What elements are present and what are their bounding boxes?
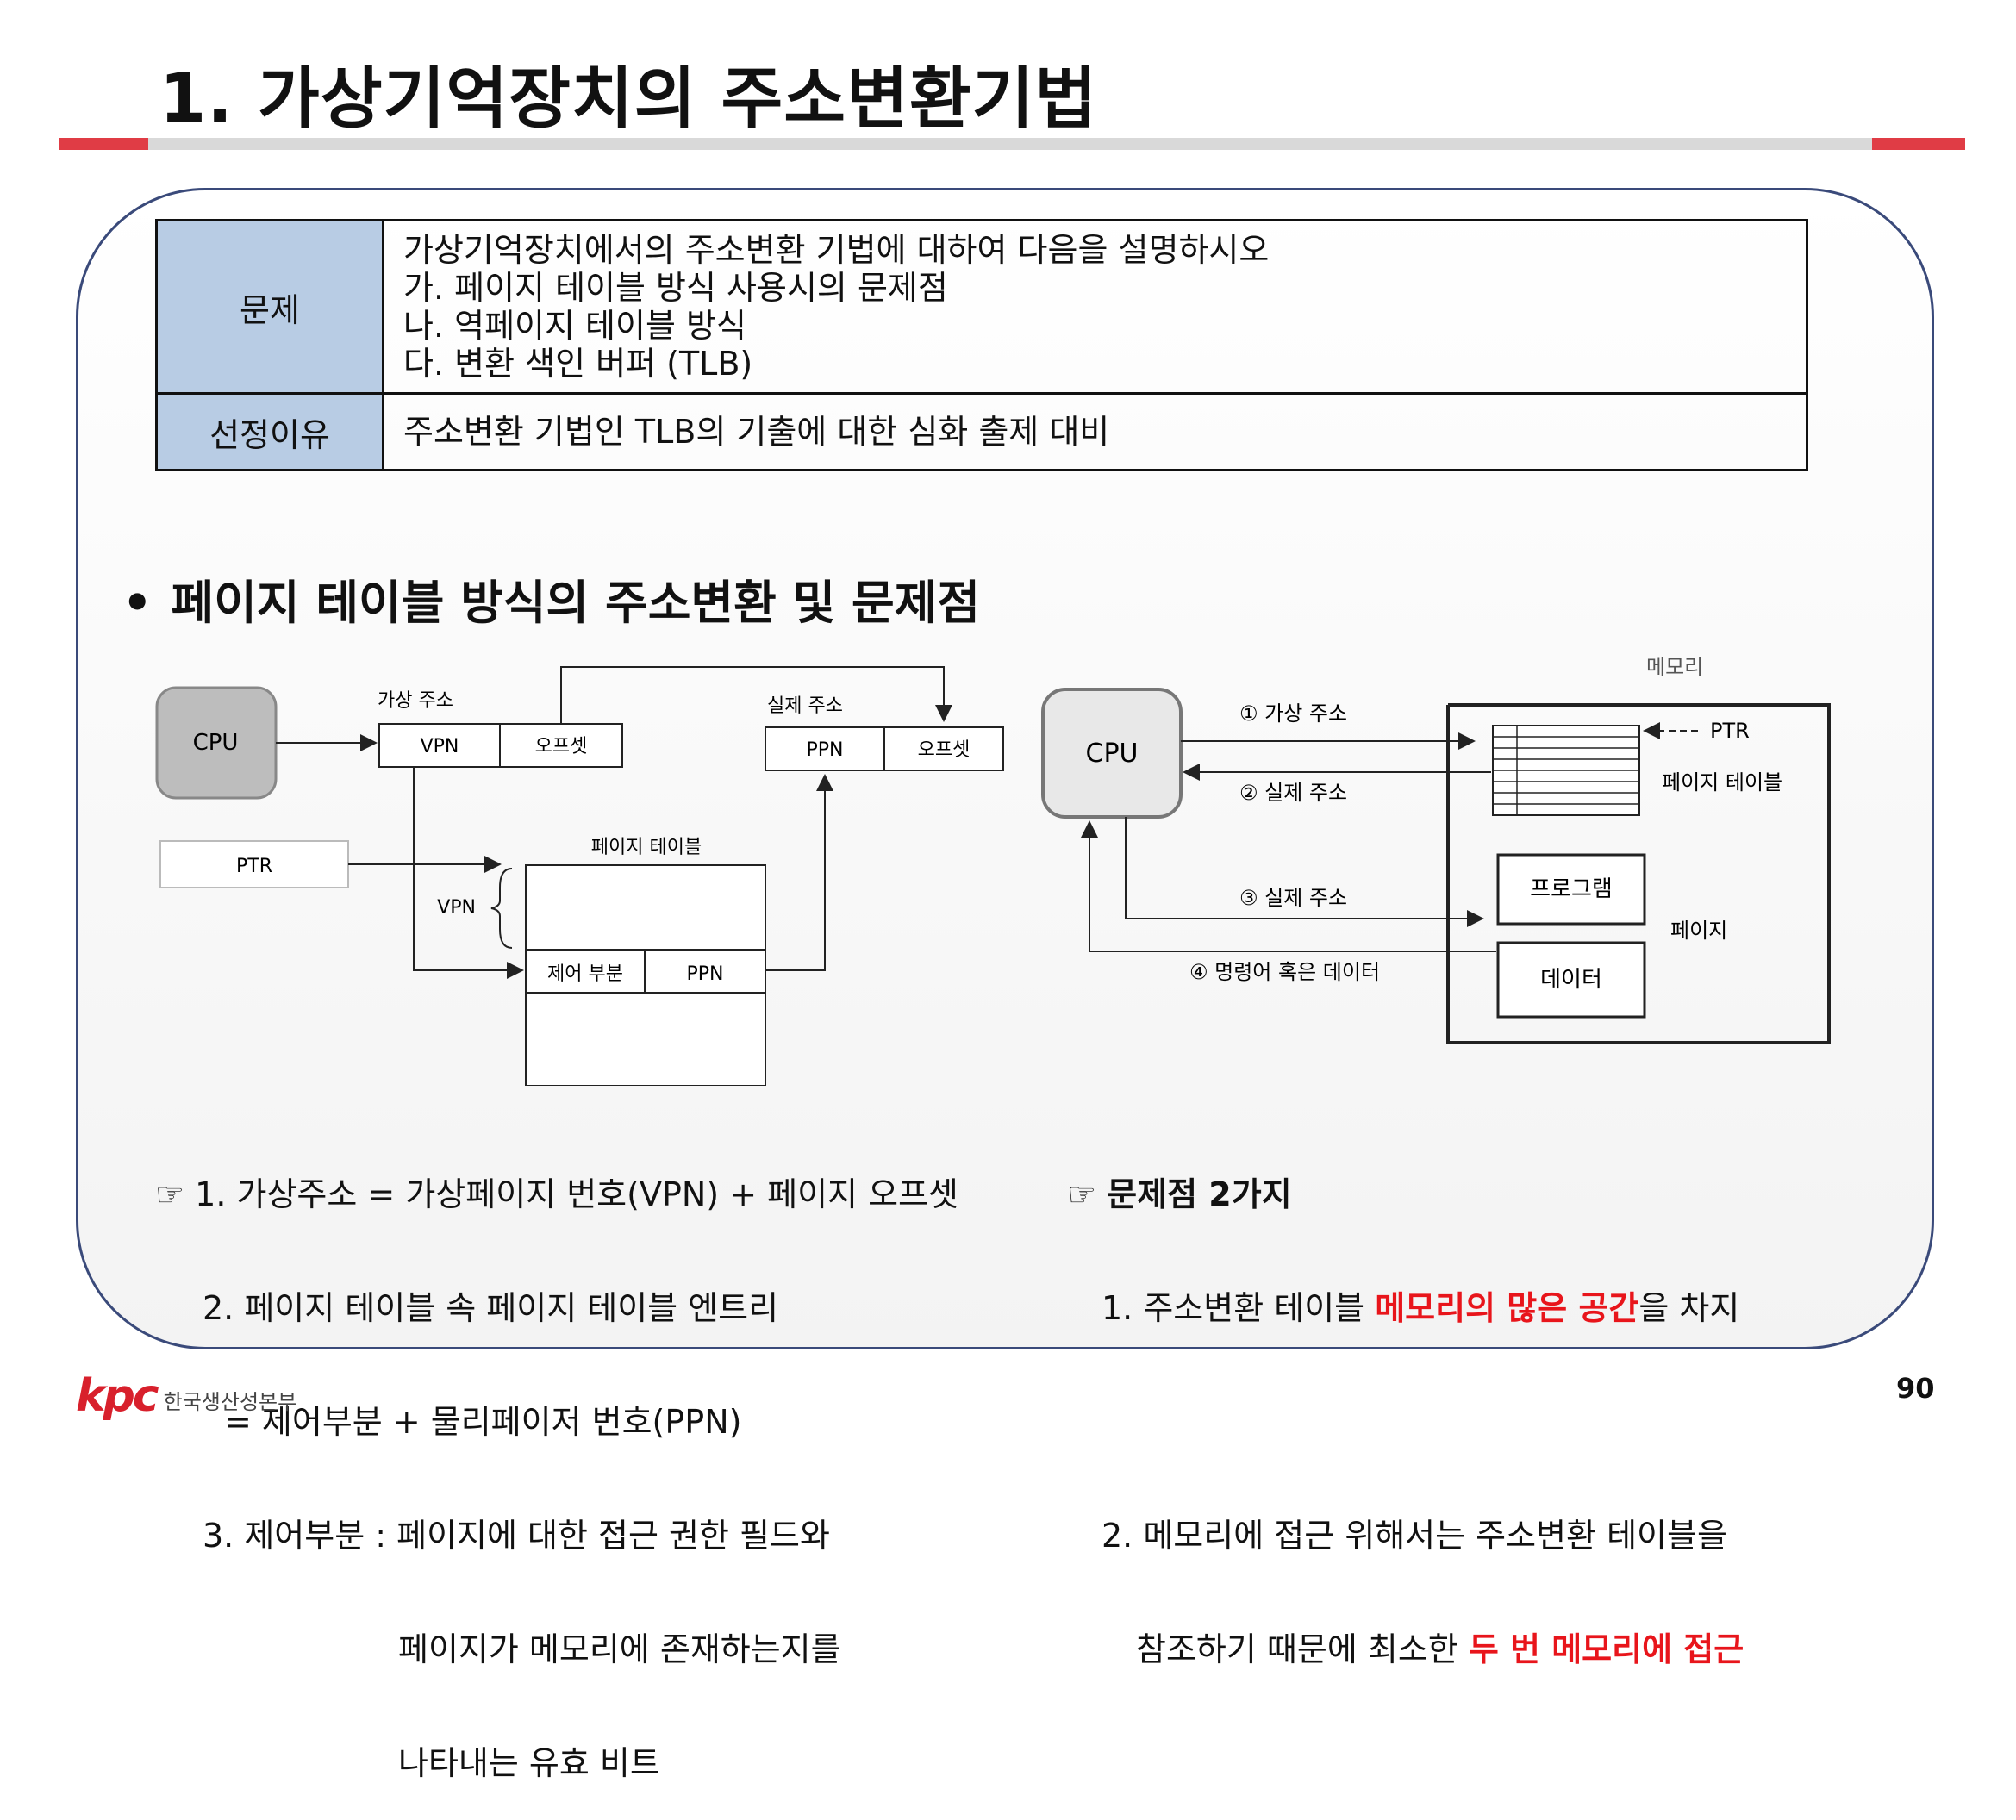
- problem-1-text: 1. 주소변환 테이블: [1102, 1289, 1376, 1327]
- right-cpu-box: [1041, 688, 1183, 819]
- bullet-icon: •: [122, 576, 153, 630]
- logo-mark: kpc: [76, 1370, 159, 1422]
- kpc-logo: kpc 한국생산성본부: [76, 1370, 296, 1422]
- right-page-table: [1492, 725, 1640, 816]
- address-translation-diagrams: CPU 가상 주소 VPN 오프셋 실제 주소 PPN 오프셋 PTR 페이지 …: [155, 655, 1831, 1086]
- question-header: 문제: [155, 219, 384, 395]
- problems-heading: ☞ 문제점 2가지: [1067, 1175, 1744, 1213]
- right-diagram: 메모리 CPU ① 가상 주소 ② 실제 주소 PTR 페이지 테이블 프로그램…: [1041, 655, 1831, 1044]
- page-table-label: 페이지 테이블: [591, 837, 702, 858]
- problem-1-tail: 을 차지: [1638, 1289, 1740, 1327]
- step3-label: ③ 실제 주소: [1239, 886, 1347, 910]
- problems-heading-text: 문제점 2가지: [1107, 1175, 1292, 1213]
- memory-box: [1446, 703, 1831, 1044]
- right-cpu-label: CPU: [1086, 739, 1139, 769]
- question-body: 가상기억장치에서의 주소변환 기법에 대하여 다음을 설명하시오 가. 페이지 …: [382, 219, 1808, 395]
- data-box: [1496, 941, 1646, 1019]
- ppn-label: PPN: [807, 739, 844, 761]
- step2-label: ② 실제 주소: [1239, 781, 1347, 805]
- vpn-cell: [378, 723, 501, 768]
- phys-offset-label: 오프셋: [918, 739, 971, 761]
- page-title: 1. 가상기억장치의 주소변환기법: [159, 60, 1098, 138]
- program-box: [1496, 853, 1646, 926]
- control-part-label: 제어 부분: [547, 963, 623, 985]
- vpn-label: VPN: [421, 736, 459, 757]
- pt-ppn-label: PPN: [687, 963, 724, 985]
- physical-address-label: 실제 주소: [767, 695, 843, 717]
- section-heading-text: 페이지 테이블 방식의 주소변환 및 문제점: [171, 576, 981, 630]
- title-underline: [59, 138, 1965, 150]
- question-line: 다. 변환 색인 버퍼 (TLB): [403, 345, 753, 383]
- problem-2-line2: 참조하기 때문에 최소한 두 번 메모리에 접근: [1067, 1630, 1744, 1668]
- cpu-label: CPU: [193, 730, 239, 756]
- note-line: ☞ 1. 가상주소 = 가상페이지 번호(VPN) + 페이지 오프셋: [155, 1175, 958, 1213]
- reason-body: 주소변환 기법인 TLB의 기출에 대한 심화 출제 대비: [382, 392, 1808, 471]
- question-line: 나. 역페이지 테이블 방식: [403, 307, 746, 345]
- note-text: 1. 가상주소 = 가상페이지 번호(VPN) + 페이지 오프셋: [195, 1175, 958, 1213]
- problem-1: 1. 주소변환 테이블 메모리의 많은 공간을 차지: [1067, 1289, 1744, 1327]
- right-notes: ☞ 문제점 2가지 1. 주소변환 테이블 메모리의 많은 공간을 차지 2. …: [1067, 1100, 1744, 1706]
- page-number: 90: [1896, 1372, 1935, 1405]
- offset-label: 오프셋: [535, 736, 588, 757]
- question-table: 문제 가상기억장치에서의 주소변환 기법에 대하여 다음을 설명하시오 가. 페…: [155, 219, 1808, 471]
- problem-1-highlight: 메모리의 많은 공간: [1375, 1289, 1639, 1327]
- underline-accent-left: [59, 138, 148, 150]
- note-line: 나타내는 유효 비트: [398, 1744, 660, 1782]
- ptr-box: [159, 840, 349, 888]
- page-label: 페이지: [1670, 919, 1727, 943]
- problem-2-text: 참조하기 때문에 최소한: [1136, 1630, 1469, 1668]
- ptr-label: PTR: [236, 856, 272, 877]
- ppn-cell: [765, 726, 885, 771]
- note-line: 3. 제어부분 : 페이지에 대한 접근 권한 필드와: [203, 1517, 830, 1555]
- hand-icon: ☞: [155, 1175, 185, 1213]
- question-line: 가상기억장치에서의 주소변환 기법에 대하여 다음을 설명하시오: [403, 231, 1270, 269]
- problem-2-highlight: 두 번 메모리에 접근: [1468, 1630, 1744, 1668]
- right-page-table-label: 페이지 테이블: [1662, 770, 1782, 795]
- question-row: 문제 가상기억장치에서의 주소변환 기법에 대하여 다음을 설명하시오 가. 페…: [155, 219, 1808, 395]
- step1-label: ① 가상 주소: [1239, 701, 1347, 726]
- note-line: 페이지가 메모리에 존재하는지를: [398, 1630, 841, 1668]
- program-label: 프로그램: [1530, 876, 1613, 902]
- virtual-address-label: 가상 주소: [378, 690, 453, 712]
- right-ptr-label: PTR: [1710, 719, 1750, 743]
- section-heading: • 페이지 테이블 방식의 주소변환 및 문제점: [122, 564, 980, 633]
- reason-row: 선정이유 주소변환 기법인 TLB의 기출에 대한 심화 출제 대비: [155, 392, 1808, 471]
- vpn-brace-label: VPN: [437, 897, 476, 919]
- memory-label: 메모리: [1646, 655, 1703, 679]
- problem-2-line1: 2. 메모리에 접근 위해서는 주소변환 테이블을: [1102, 1517, 1727, 1555]
- reason-header: 선정이유: [155, 392, 384, 471]
- step4-label: ④ 명령어 혹은 데이터: [1189, 960, 1380, 984]
- left-notes: ☞ 1. 가상주소 = 가상페이지 번호(VPN) + 페이지 오프셋 2. 페…: [155, 1100, 958, 1820]
- hand-icon: ☞: [1067, 1175, 1097, 1213]
- data-label: 데이터: [1540, 967, 1602, 993]
- phys-offset-cell: [883, 726, 1004, 771]
- question-line: 가. 페이지 테이블 방식 사용시의 문제점: [403, 269, 948, 307]
- note-line: 2. 페이지 테이블 속 페이지 테이블 엔트리: [203, 1289, 779, 1327]
- logo-org-name: 한국생산성본부: [163, 1390, 297, 1414]
- left-diagram: CPU 가상 주소 VPN 오프셋 실제 주소 PPN 오프셋 PTR 페이지 …: [155, 666, 1004, 1086]
- underline-accent-right: [1872, 138, 1965, 150]
